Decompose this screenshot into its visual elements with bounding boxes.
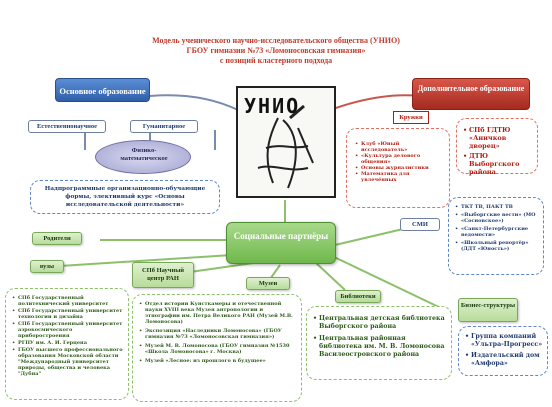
museums-label: Музеи [246, 277, 290, 290]
unio-logo: УНИО [236, 86, 336, 198]
additional-education-header: Дополнительное образование [412, 78, 530, 110]
business-label: Бизнес-структуры [458, 298, 518, 322]
palace-item: ДТЮ Выборгского района [463, 152, 533, 176]
museum-item: Музей «Лесное: из прошлого в будущее» [139, 358, 297, 364]
title-line-1: Модель ученического научно-исследователь… [152, 36, 400, 45]
club-item: «Культура делового общения» [355, 153, 444, 165]
club-item: Математика для увлечённых [355, 171, 444, 183]
parents-box: Родители [32, 232, 82, 245]
media-list: ТКТ ТВ, ПАКТ ТВ «Выборгские вести» (МО «… [455, 204, 539, 252]
universities-box: СПб Государственный политехнический унив… [5, 288, 129, 400]
social-partners-box: Социальные партнёры [226, 222, 336, 264]
libraries-box: Центральная детская библиотека Выборгско… [306, 306, 452, 380]
clubs-list: Клуб «Юный исследователь» «Культура дело… [355, 141, 444, 183]
logo-figure-icon [257, 104, 314, 189]
club-item: Основы журналистики [355, 165, 444, 171]
logo-text: УНИО [244, 94, 301, 118]
physmath-ellipse: Физико-математическое [95, 140, 191, 174]
media-label: СМИ [400, 218, 440, 231]
palace-item: СПб ГДТЮ «Аничков дворец» [463, 126, 533, 150]
libraries-list: Центральная детская библиотека Выборгско… [313, 315, 447, 359]
museums-list: Отдел истории Кунсткамеры и отечественно… [139, 301, 297, 364]
library-item: Центральная районная библиотека им. М. В… [313, 335, 447, 359]
museum-item: Отдел истории Кунсткамеры и отечественно… [139, 301, 297, 325]
courses-box: Надпрограммные организационно-обучающие … [30, 180, 220, 214]
library-item: Центральная детская библиотека Выборгско… [313, 315, 447, 331]
university-item: СПб Государственный политехнический унив… [12, 295, 124, 307]
museums-box: Отдел истории Кунсткамеры и отечественно… [132, 294, 302, 402]
university-item: СПб Государственный университет технолог… [12, 308, 124, 320]
business-list: Группа компаний «Ультра-Прогресс» Издате… [465, 333, 543, 368]
basic-education-header: Основное образование [55, 78, 150, 102]
media-item: «Школьный репортёр» (ДДТ «Юность») [455, 240, 539, 252]
clubs-label: Кружки [393, 111, 429, 124]
university-item: СПб Государственный университет аэрокосм… [12, 321, 124, 339]
palaces-list: СПб ГДТЮ «Аничков дворец» ДТЮ Выборгског… [463, 126, 533, 176]
palaces-box: СПб ГДТЮ «Аничков дворец» ДТЮ Выборгског… [456, 118, 538, 176]
media-item: ТКТ ТВ, ПАКТ ТВ [455, 204, 539, 210]
university-item: ГБОУ высшего профессионального образован… [12, 347, 124, 377]
university-item: РГПУ им. А. И. Герцена [12, 340, 124, 346]
natural-science-box: Естественнонаучное [28, 120, 106, 133]
connector-basic-logo [149, 94, 239, 111]
museum-item: Музей М. В. Ломоносова (ГБОУ гимназия №1… [139, 343, 297, 355]
ran-center-box: СПб Научный центр РАН [132, 262, 194, 288]
humanities-box: Гуманитарное [130, 120, 198, 133]
diagram-title: Модель ученического научно-исследователь… [60, 36, 492, 66]
clubs-list-box: Клуб «Юный исследователь» «Культура дело… [346, 128, 450, 208]
museum-item: Экспозиция «Наследники Ломоносова» (ГБОУ… [139, 328, 297, 340]
media-item: «Санкт-Петербургские ведомости» [455, 226, 539, 238]
business-item: Группа компаний «Ультра-Прогресс» [465, 333, 543, 349]
universities-label: вузы [30, 260, 64, 273]
business-item: Издательский дом «Амфора» [465, 352, 543, 368]
media-box: ТКТ ТВ, ПАКТ ТВ «Выборгские вести» (МО «… [448, 197, 544, 275]
connector-logo-additional [329, 94, 421, 111]
media-item: «Выборгские вести» (МО «Сосновское») [455, 212, 539, 224]
universities-list: СПб Государственный политехнический унив… [12, 295, 124, 377]
title-line-2: ГБОУ гимназии №73 «Ломоносовская гимнази… [186, 46, 366, 55]
business-box: Группа компаний «Ультра-Прогресс» Издате… [458, 326, 548, 376]
club-item: Клуб «Юный исследователь» [355, 141, 444, 153]
title-line-3: с позиций кластерного подхода [219, 56, 333, 65]
physmath-label: Физико-математическое [120, 147, 168, 162]
libraries-label: Библиотеки [335, 290, 381, 303]
